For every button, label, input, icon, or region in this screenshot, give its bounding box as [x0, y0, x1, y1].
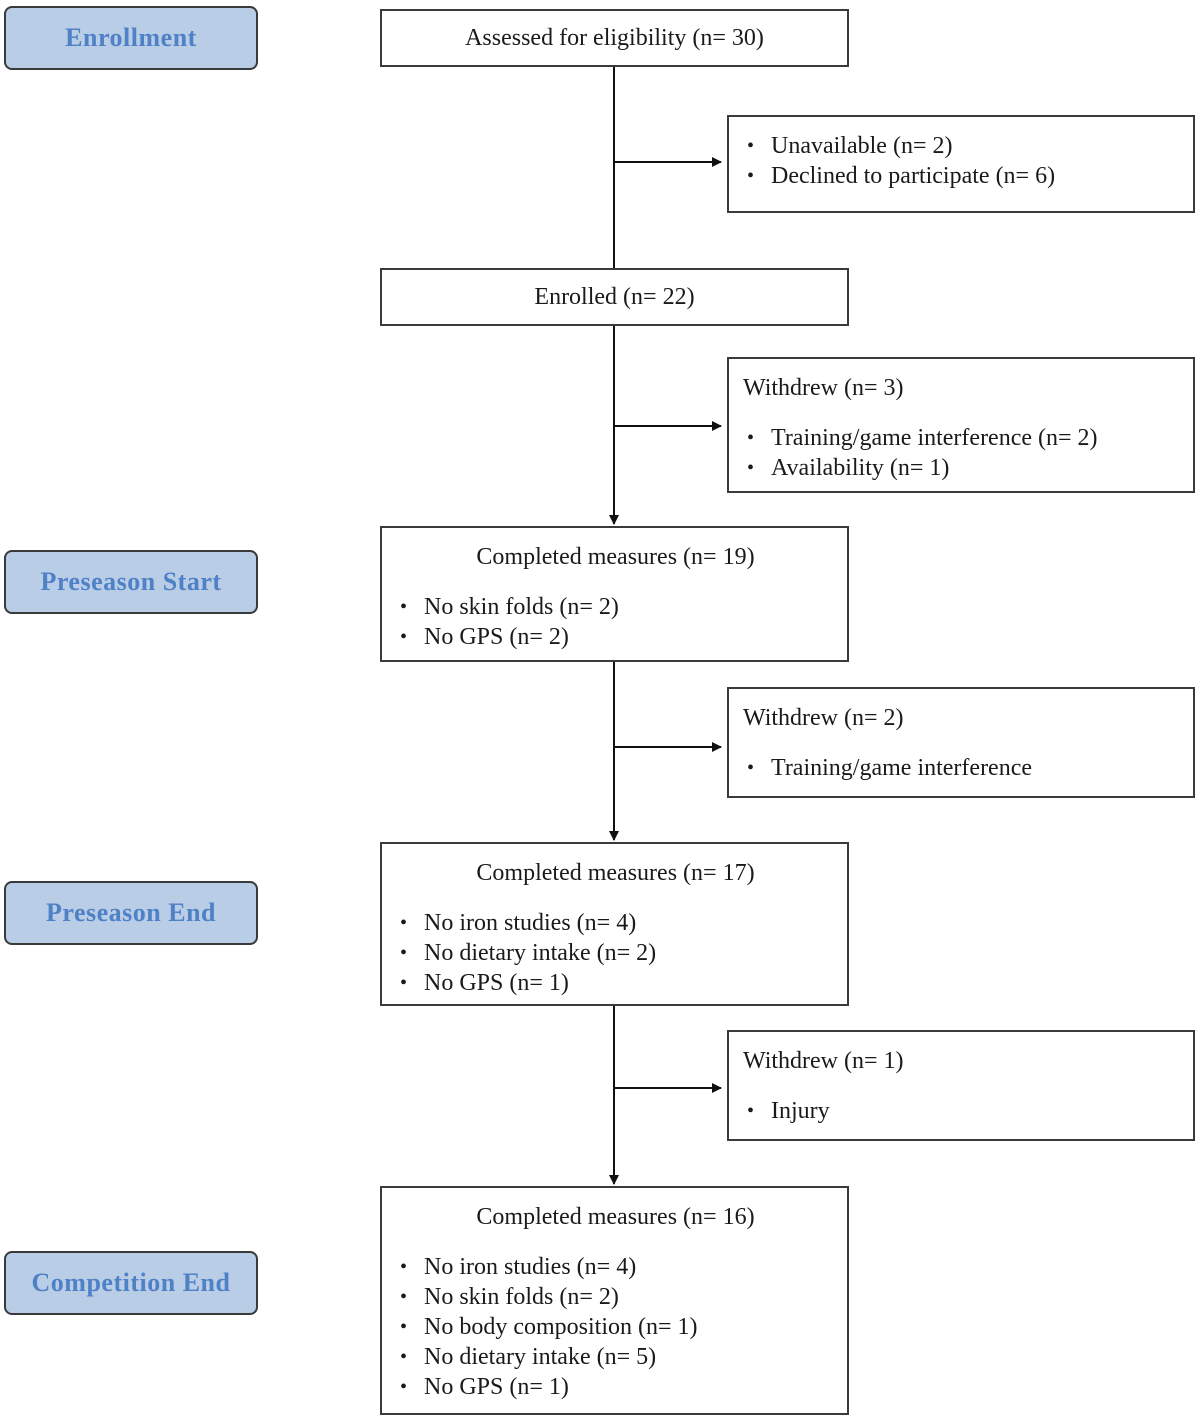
excluded-box: Unavailable (n= 2) Declined to participa… [727, 115, 1195, 213]
withdrew-list: Training/game interference [743, 753, 1181, 783]
measures-item: No body composition (n= 1) [396, 1312, 835, 1342]
withdrew-box-3: Withdrew (n= 1) Injury [727, 1030, 1195, 1141]
measures-item: No GPS (n= 1) [396, 1372, 835, 1402]
measures-item: No iron studies (n= 4) [396, 908, 835, 938]
withdrew-box-1: Withdrew (n= 3) Training/game interferen… [727, 357, 1195, 493]
preseason-start-measures-box: Completed measures (n= 19) No skin folds… [380, 526, 849, 662]
enrolled-text: Enrolled (n= 22) [534, 284, 695, 310]
competition-end-measures-box: Completed measures (n= 16) No iron studi… [380, 1186, 849, 1415]
withdrew-list: Training/game interference (n= 2) Availa… [743, 423, 1181, 483]
withdrew-heading: Withdrew (n= 1) [743, 1048, 904, 1074]
enrolled-box: Enrolled (n= 22) [380, 268, 849, 326]
measures-item: No skin folds (n= 2) [396, 1282, 835, 1312]
measures-title: Completed measures (n= 19) [476, 544, 755, 570]
measures-title: Completed measures (n= 17) [476, 860, 755, 886]
preseason-end-measures-box: Completed measures (n= 17) No iron studi… [380, 842, 849, 1006]
withdrew-list: Injury [743, 1096, 1181, 1126]
measures-item: No dietary intake (n= 5) [396, 1342, 835, 1372]
measures-list: No skin folds (n= 2) No GPS (n= 2) [396, 592, 835, 652]
measures-item: No GPS (n= 1) [396, 968, 835, 998]
excluded-list: Unavailable (n= 2) Declined to participa… [743, 131, 1181, 191]
withdrew-item: Availability (n= 1) [743, 453, 1181, 483]
withdrew-heading: Withdrew (n= 2) [743, 705, 904, 731]
measures-item: No iron studies (n= 4) [396, 1252, 835, 1282]
excluded-item: Unavailable (n= 2) [743, 131, 1181, 161]
measures-list: No iron studies (n= 4) No skin folds (n=… [396, 1252, 835, 1402]
withdrew-item: Injury [743, 1096, 1181, 1126]
phase-label-competition-end: Competition End [4, 1251, 258, 1315]
measures-title: Completed measures (n= 16) [476, 1204, 755, 1230]
withdrew-box-2: Withdrew (n= 2) Training/game interferen… [727, 687, 1195, 798]
measures-item: No GPS (n= 2) [396, 622, 835, 652]
measures-item: No skin folds (n= 2) [396, 592, 835, 622]
withdrew-item: Training/game interference (n= 2) [743, 423, 1181, 453]
phase-label-enrollment: Enrollment [4, 6, 258, 70]
excluded-item: Declined to participate (n= 6) [743, 161, 1181, 191]
phase-label-preseason-start: Preseason Start [4, 550, 258, 614]
assessed-box: Assessed for eligibility (n= 30) [380, 9, 849, 67]
measures-list: No iron studies (n= 4) No dietary intake… [396, 908, 835, 998]
assessed-text: Assessed for eligibility (n= 30) [465, 25, 764, 51]
measures-item: No dietary intake (n= 2) [396, 938, 835, 968]
withdrew-heading: Withdrew (n= 3) [743, 375, 904, 401]
withdrew-item: Training/game interference [743, 753, 1181, 783]
phase-label-preseason-end: Preseason End [4, 881, 258, 945]
